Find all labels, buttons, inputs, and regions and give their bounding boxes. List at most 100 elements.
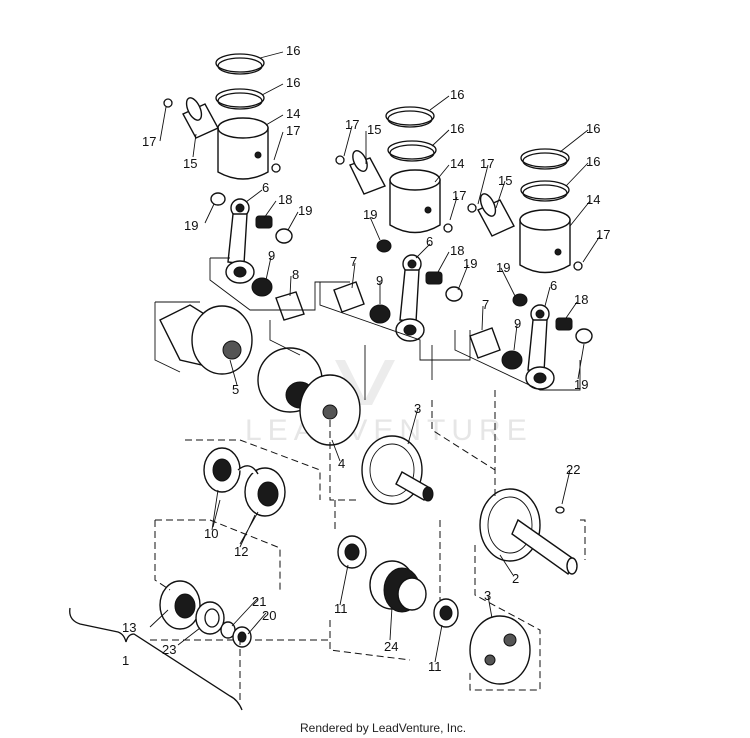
conrod-bearing [369,304,391,324]
thrust-washer [275,228,293,244]
callout-label: 10 [204,526,218,541]
crank-pin [275,291,305,321]
callout-label: 17 [345,117,359,132]
crank-pin [469,327,501,359]
callout-label: 8 [292,267,299,282]
right-cylinder-group [467,148,593,576]
needle-bearing [255,215,273,229]
callout-label: 21 [252,594,266,609]
crank-web [479,488,541,562]
callout-label: 13 [122,620,136,635]
callout-label: 17 [452,188,466,203]
callout-label: 4 [338,456,345,471]
callout-label: 16 [286,75,300,90]
callout-label: 20 [262,608,276,623]
callout-label: 16 [450,87,464,102]
circlip [335,155,345,165]
needle-bearing [425,271,443,285]
connecting-rod [527,319,548,373]
needle-bearing [555,317,573,331]
crank-web [469,615,531,685]
connecting-rod [227,213,248,265]
thrust-washer [512,293,528,307]
callout-label: 14 [450,156,464,171]
piston-ring-inner [217,92,263,110]
callout-label: 17 [480,156,494,171]
callout-label: 16 [586,154,600,169]
thrust-washer [445,286,463,302]
callout-label: 22 [566,462,580,477]
callout-label: 14 [586,192,600,207]
callout-label: 14 [286,106,300,121]
callout-label: 15 [367,122,381,137]
callout-label: 19 [463,256,477,271]
callout-label: 6 [262,180,269,195]
left-cylinder-group [159,53,361,648]
piston-ring [215,53,265,73]
assembly-bracket [69,607,243,711]
callout-label: 11 [334,601,348,616]
leader-lines [149,51,601,663]
callout-label: 12 [234,544,248,559]
circlip [573,261,583,271]
callout-label: 15 [183,156,197,171]
woodruff-key [555,506,565,514]
callout-label: 19 [363,207,377,222]
callout-label: 17 [142,134,156,149]
conrod-bearing [501,350,523,370]
callout-label: 15 [498,173,512,188]
callout-label: 7 [350,254,357,269]
callout-label: 18 [574,292,588,307]
callout-label: 3 [484,588,491,603]
circlip [467,203,477,213]
callout-label: 16 [450,121,464,136]
callout-label: 9 [376,273,383,288]
callout-label: 19 [298,203,312,218]
callout-label: 2 [512,571,519,586]
middle-cylinder-group [333,106,531,685]
piston [519,219,571,274]
callout-label: 11 [428,659,442,674]
callout-label: 16 [286,43,300,58]
circlip [443,223,453,233]
piston [389,179,441,234]
callout-label: 19 [184,218,198,233]
callout-label: 18 [450,243,464,258]
piston-pin-end [185,97,203,121]
crank-pin [333,281,365,313]
crank-shaft [395,471,431,501]
piston [217,127,269,180]
piston-ring [520,148,570,168]
piston-ring [520,180,570,200]
conrod-bearing [251,277,273,297]
callout-label: 1 [122,653,129,668]
callout-label: 17 [286,123,300,138]
piston-top [217,117,269,139]
callout-label: 6 [426,234,433,249]
piston-pin-hole [254,151,262,159]
piston-ring [387,140,437,160]
callout-labels: 16 16 14 17 17 15 6 18 19 19 9 8 5 4 16 … [122,43,610,674]
callout-label: 3 [414,401,421,416]
callout-label: 16 [586,121,600,136]
piston-ring-inner [217,57,263,75]
outer-seal [195,601,225,635]
callout-label: 17 [596,227,610,242]
circlip [163,98,173,108]
callout-label: 23 [162,642,176,657]
thrust-washer [575,328,593,344]
alignment-lines [150,257,586,700]
callout-label: 7 [482,297,489,312]
crankshaft-output [511,518,576,576]
thrust-washer [376,239,392,253]
callout-label: 9 [514,316,521,331]
callout-label: 24 [384,639,398,654]
callout-label: 18 [278,192,292,207]
callout-label: 5 [232,382,239,397]
piston-ring [385,106,435,126]
thrust-washer [210,192,226,206]
footer-credit: Rendered by LeadVenture, Inc. [300,721,466,735]
callout-label: 6 [550,278,557,293]
